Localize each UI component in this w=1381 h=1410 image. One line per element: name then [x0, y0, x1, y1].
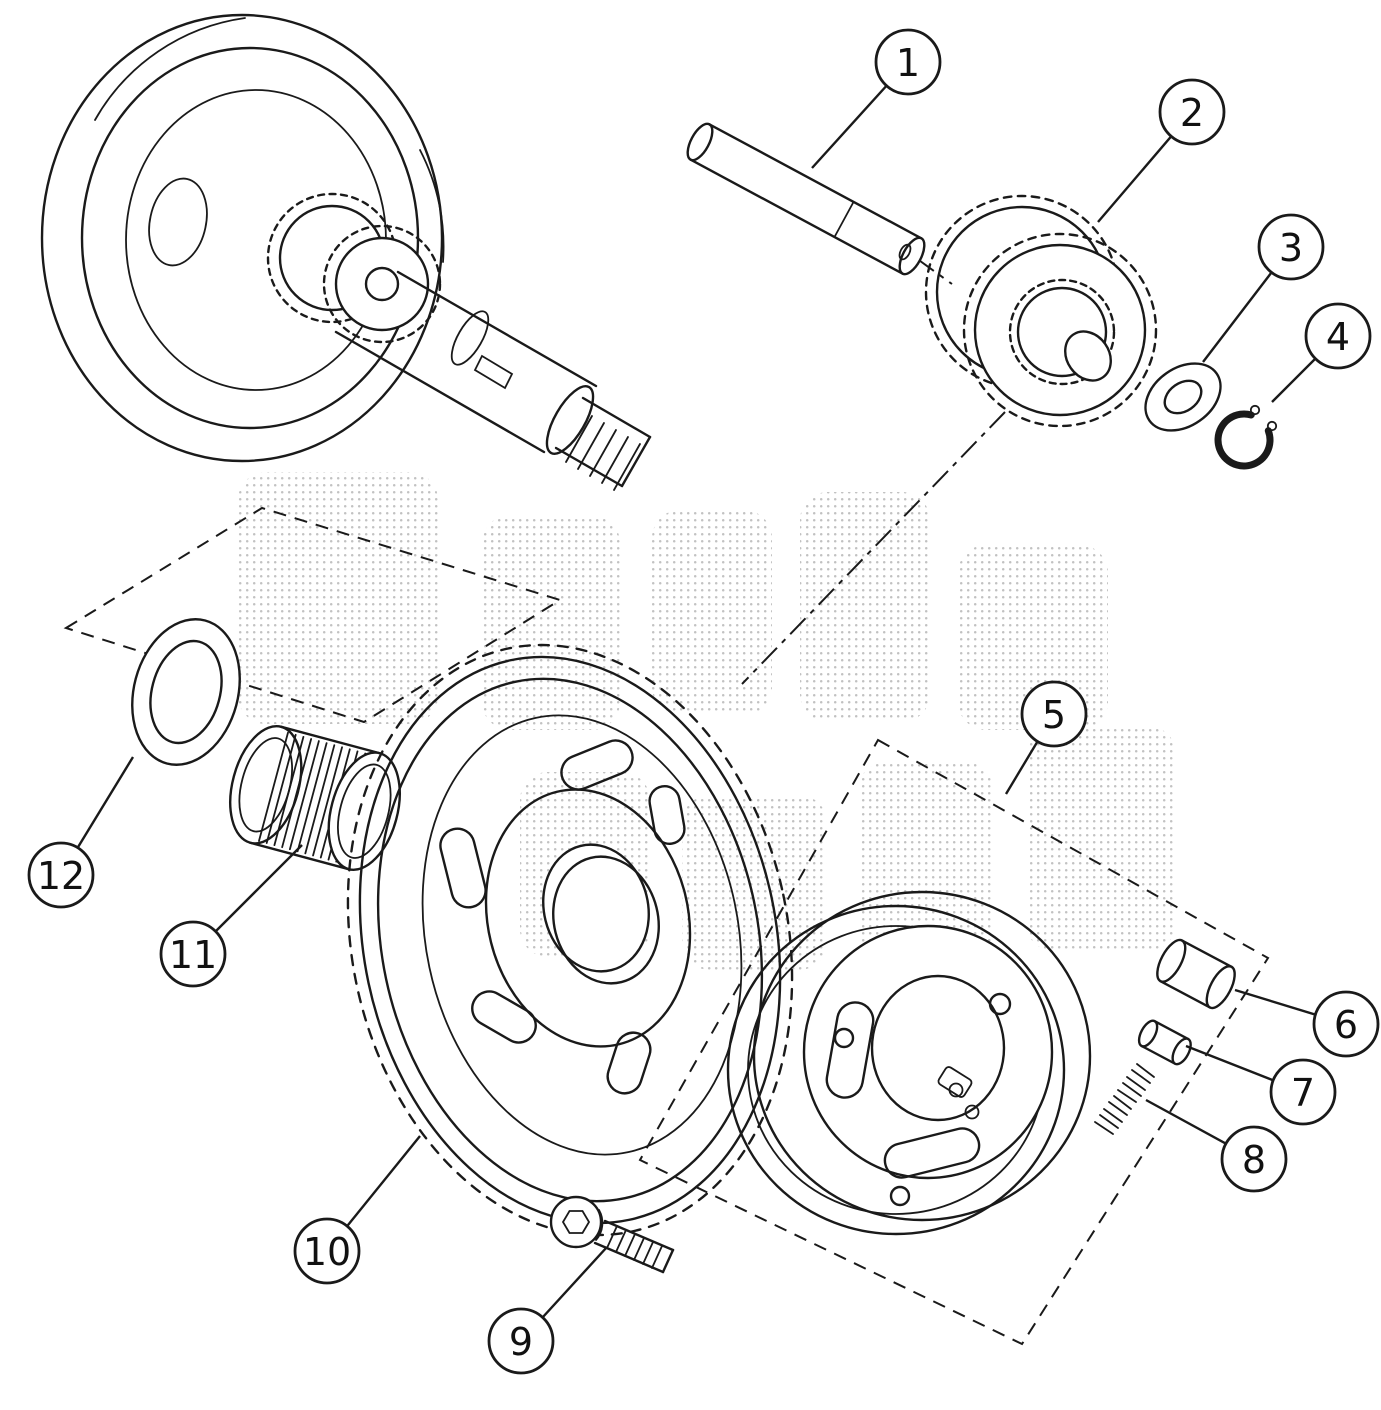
- callout-number: 3: [1279, 226, 1303, 270]
- callout-10: 10: [293, 1135, 421, 1285]
- callout-circle: [874, 28, 942, 96]
- callout-5: 5: [1004, 680, 1088, 795]
- watermark: [238, 472, 1176, 970]
- callout-number: 9: [509, 1320, 533, 1364]
- callout-circle: [27, 841, 95, 909]
- thrust-washer: [131, 618, 241, 766]
- callout-circle: [1020, 680, 1088, 748]
- callout-circle: [1158, 78, 1226, 146]
- callout-number: 6: [1334, 1003, 1358, 1047]
- callout-number: 7: [1291, 1071, 1315, 1115]
- callout-11: 11: [159, 844, 303, 988]
- callout-circle: [293, 1217, 361, 1285]
- callout-number: 8: [1242, 1138, 1266, 1182]
- callout-6: 6: [1234, 988, 1380, 1058]
- washer: [1144, 362, 1222, 432]
- callout-number: 12: [37, 854, 85, 898]
- callout-circle: [1304, 302, 1372, 370]
- callout-8: 8: [1145, 1098, 1288, 1193]
- callout-circle: [1269, 1058, 1337, 1126]
- callout-1: 1: [811, 28, 942, 169]
- callout-12: 12: [27, 756, 135, 909]
- kit-outline: [638, 738, 1270, 1346]
- construction-lines: [63, 257, 1270, 1346]
- callout-7: 7: [1185, 1044, 1337, 1126]
- callout-number: 10: [303, 1230, 351, 1274]
- callout-circle: [159, 920, 227, 988]
- callout-9: 9: [487, 1246, 608, 1375]
- crankshaft-assembly: [40, 13, 652, 491]
- callout-3: 3: [1202, 213, 1325, 363]
- snap-ring: [1214, 404, 1278, 470]
- clutch-plunger: [1137, 1019, 1192, 1066]
- clutch-roller: [1156, 938, 1236, 1010]
- idler-gear: [924, 194, 1158, 428]
- clutch-spring: [1094, 1063, 1155, 1135]
- callout-number: 4: [1326, 315, 1350, 359]
- starter-clutch-gear: [346, 643, 794, 1237]
- callout-circle: [1257, 213, 1325, 281]
- callout-2: 2: [1097, 78, 1226, 223]
- callout-number: 1: [896, 41, 920, 85]
- callout-number: 2: [1180, 91, 1204, 135]
- callout-circle: [1312, 990, 1380, 1058]
- callout-4: 4: [1271, 302, 1372, 403]
- callout-number: 11: [169, 933, 217, 977]
- one-way-clutch: [726, 890, 1092, 1236]
- shaft-pin: [686, 122, 926, 276]
- callout-number: 5: [1042, 693, 1066, 737]
- callout-circle: [487, 1307, 555, 1375]
- callout-circle: [1220, 1125, 1288, 1193]
